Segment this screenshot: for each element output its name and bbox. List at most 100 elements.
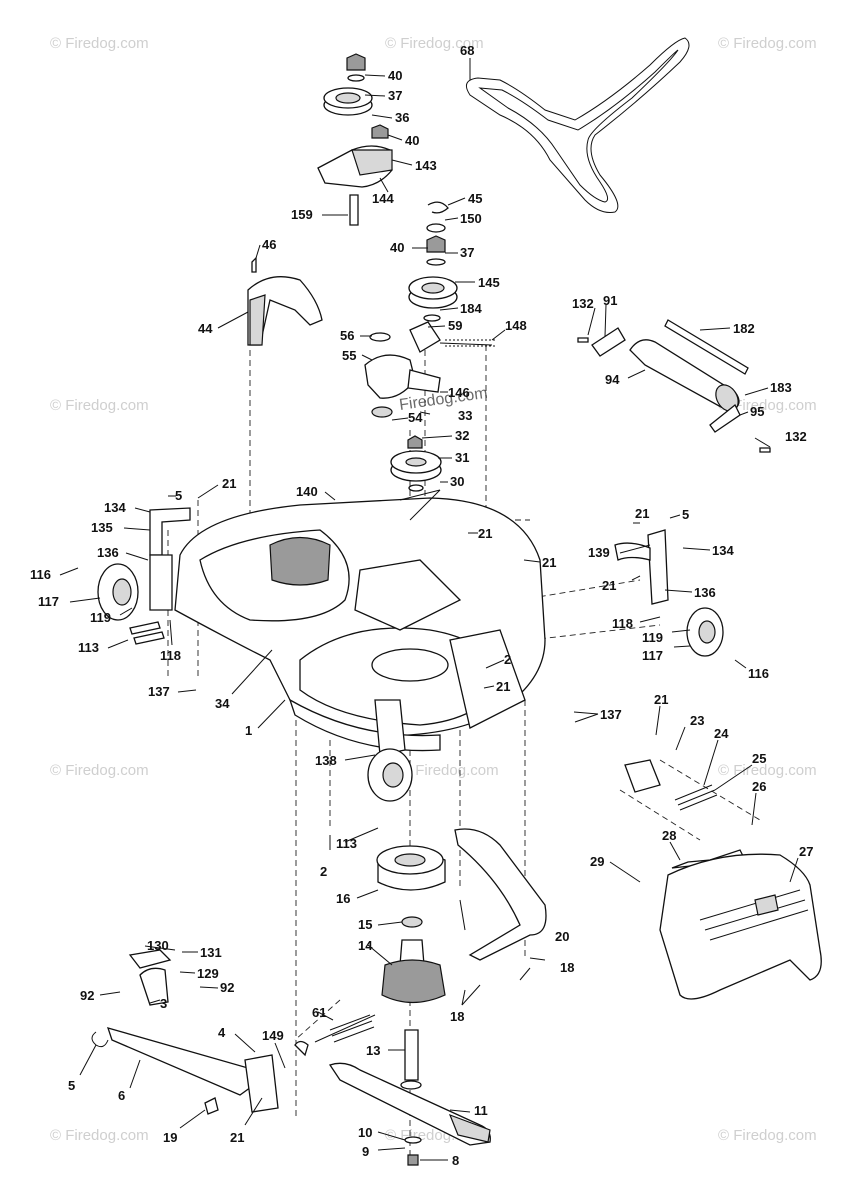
part-label-143: 143 [415, 158, 437, 173]
part-label-134: 134 [104, 500, 126, 515]
watermark: © Firedog.com [50, 35, 149, 52]
part-label-137: 137 [148, 684, 170, 699]
part-label-131: 131 [200, 945, 222, 960]
part-label-18: 18 [450, 1009, 464, 1024]
part-label-116: 116 [30, 567, 51, 582]
part-label-21: 21 [635, 506, 649, 521]
part-label-5: 5 [68, 1078, 75, 1093]
part-label-137: 137 [600, 707, 622, 722]
part-label-28: 28 [662, 828, 676, 843]
part-label-24: 24 [714, 726, 729, 741]
watermark: © Firedog.com [400, 762, 499, 779]
watermark: © Firedog.com [385, 35, 484, 52]
part-label-4: 4 [218, 1025, 226, 1040]
part-label-11: 11 [474, 1103, 488, 1118]
part-label-150: 150 [460, 211, 482, 226]
deck-bracket [454, 828, 547, 961]
part-label-94: 94 [605, 372, 620, 387]
part-label-27: 27 [799, 844, 813, 859]
part-label-16: 16 [336, 891, 350, 906]
watermark: © Firedog.com [718, 762, 817, 779]
part-label-21: 21 [222, 476, 236, 491]
part-label-5: 5 [682, 507, 689, 522]
part-label-132: 132 [785, 429, 807, 444]
part-label-21: 21 [602, 578, 616, 593]
part-label-1: 1 [245, 723, 252, 738]
part-label-18: 18 [560, 960, 574, 975]
part-label-14: 14 [358, 938, 373, 953]
part-label-119: 119 [642, 630, 663, 645]
part-label-5: 5 [175, 488, 182, 503]
drive-belt [465, 37, 690, 213]
part-label-113: 113 [78, 640, 99, 655]
leader-lines [59, 58, 799, 1161]
part-label-46: 46 [262, 237, 276, 252]
part-label-92: 92 [80, 988, 94, 1003]
part-label-21: 21 [654, 692, 668, 707]
part-label-31: 31 [455, 450, 469, 465]
idler-bracket [364, 332, 441, 418]
part-label-132: 132 [572, 296, 594, 311]
part-label-138: 138 [315, 753, 337, 768]
center-pulley-stack [408, 201, 495, 353]
watermark: © Firedog.com [50, 1127, 149, 1144]
part-label-148: 148 [505, 318, 527, 333]
part-label-182: 182 [733, 321, 755, 336]
spindle-pulley [390, 435, 442, 492]
part-label-116: 116 [748, 666, 769, 681]
part-label-37: 37 [388, 88, 402, 103]
part-label-44: 44 [198, 321, 213, 336]
part-label-13: 13 [366, 1043, 380, 1058]
part-label-37: 37 [460, 245, 474, 260]
part-label-26: 26 [752, 779, 766, 794]
part-label-40: 40 [405, 133, 419, 148]
part-label-40: 40 [388, 68, 402, 83]
watermark: © Firedog.com [50, 397, 149, 414]
part-label-118: 118 [612, 616, 633, 631]
part-label-29: 29 [590, 854, 604, 869]
watermark: © Firedog.com [718, 35, 817, 52]
lift-linkage [91, 949, 376, 1115]
part-label-145: 145 [478, 275, 500, 290]
part-label-36: 36 [395, 110, 409, 125]
part-label-55: 55 [342, 348, 356, 363]
part-label-2: 2 [504, 652, 511, 667]
part-label-129: 129 [197, 966, 219, 981]
part-label-95: 95 [750, 404, 764, 419]
part-label-140: 140 [296, 484, 318, 499]
watermark: © Firedog.com [718, 397, 817, 414]
part-label-32: 32 [455, 428, 469, 443]
part-label-91: 91 [603, 293, 617, 308]
part-labels: 68 40 37 36 40 143 144 159 45 150 40 37 … [30, 43, 813, 1168]
part-label-2: 2 [320, 864, 327, 879]
part-label-183: 183 [770, 380, 792, 395]
part-label-139: 139 [588, 545, 610, 560]
part-label-136: 136 [694, 585, 716, 600]
part-label-118: 118 [160, 648, 181, 663]
left-wheel-assembly [97, 507, 191, 645]
part-label-130: 130 [147, 938, 169, 953]
part-label-8: 8 [452, 1153, 459, 1168]
part-label-45: 45 [468, 191, 482, 206]
part-label-134: 134 [712, 543, 734, 558]
part-label-117: 117 [642, 648, 663, 663]
part-label-25: 25 [752, 751, 766, 766]
part-label-61: 61 [312, 1005, 326, 1020]
part-label-21: 21 [478, 526, 492, 541]
part-label-21: 21 [496, 679, 510, 694]
part-label-40: 40 [390, 240, 404, 255]
part-label-68: 68 [460, 43, 474, 58]
part-label-149: 149 [262, 1028, 284, 1043]
part-label-144: 144 [372, 191, 394, 206]
part-label-34: 34 [215, 696, 230, 711]
watermark: © Firedog.com [50, 762, 149, 779]
part-label-19: 19 [163, 1130, 177, 1145]
part-label-146: 146 [448, 385, 470, 400]
part-label-23: 23 [690, 713, 704, 728]
part-label-6: 6 [118, 1088, 125, 1103]
part-label-9: 9 [362, 1144, 369, 1159]
front-wheel [367, 699, 413, 802]
part-label-10: 10 [358, 1125, 372, 1140]
part-label-21: 21 [542, 555, 556, 570]
